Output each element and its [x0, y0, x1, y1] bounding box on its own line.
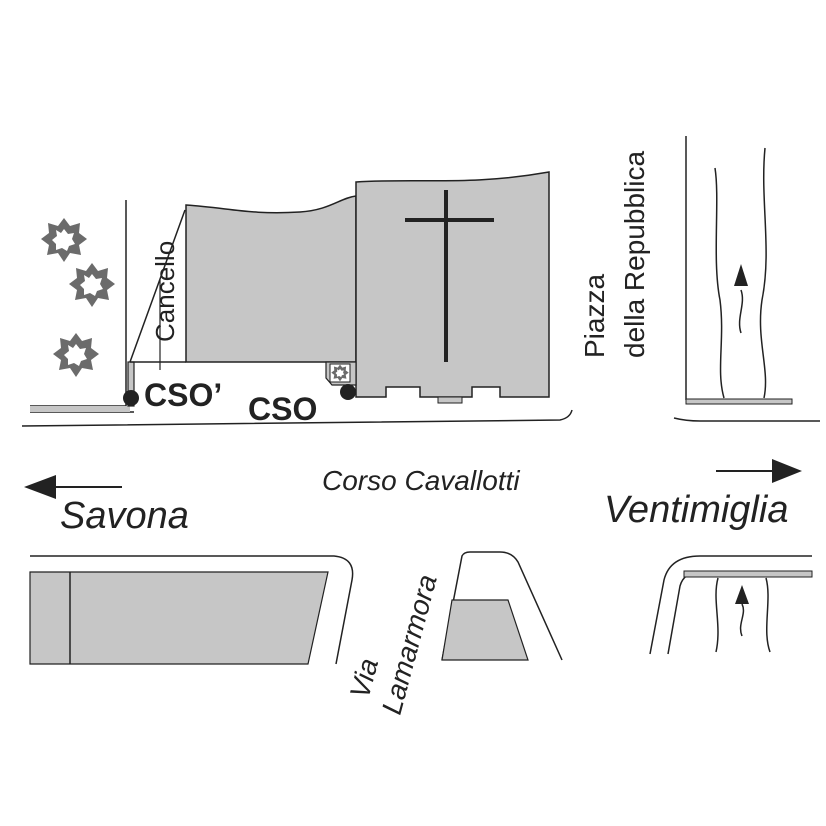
cso-label: CSO [248, 391, 317, 427]
tree-icon [69, 263, 115, 307]
cancello-gate [129, 209, 186, 370]
stream-top-right [673, 136, 820, 422]
sidewalk-left [30, 200, 135, 413]
piazza-label: Piazza [579, 274, 610, 358]
tree-icon [41, 218, 87, 262]
cross-icon [405, 190, 494, 362]
cso-prime-label: CSO’ [144, 377, 222, 413]
cancello-label: Cancello [150, 241, 180, 342]
building-bottom-left [29, 555, 354, 665]
lamarmora-label: Via [344, 655, 384, 702]
building-lamarmora [441, 551, 563, 661]
corso-label: Corso Cavallotti [322, 465, 520, 496]
ventimiglia-label: Ventimiglia [604, 489, 788, 531]
arrow-left-icon [24, 475, 122, 499]
flow-arrow-icon [735, 585, 749, 637]
church-building [325, 171, 550, 404]
stream-bottom-right [649, 555, 813, 655]
building-left [185, 195, 357, 363]
location-dot-icon [340, 384, 356, 400]
savona-label: Savona [60, 495, 189, 537]
street-curb-top [21, 409, 573, 427]
piazza-label: della Repubblica [619, 151, 650, 358]
lamarmora-label: Lamarmora [376, 571, 443, 717]
tree-icon [53, 333, 99, 377]
flow-arrow-icon [734, 264, 748, 334]
arrow-right-icon [716, 459, 802, 483]
location-dot-icon [123, 390, 139, 406]
